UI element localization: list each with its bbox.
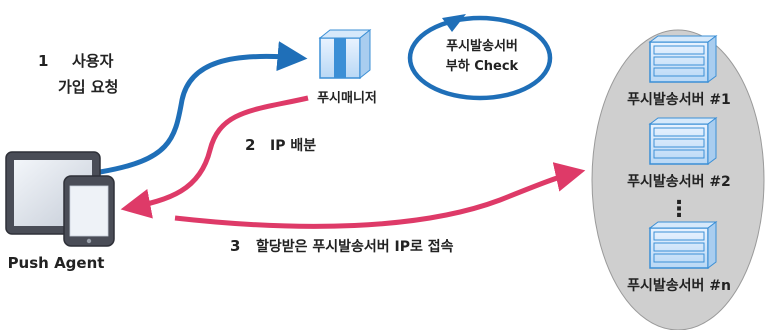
server-icon-2 bbox=[648, 117, 718, 165]
arrow-step1-signup bbox=[99, 41, 308, 175]
server-icon-1 bbox=[648, 35, 718, 83]
step2-label: IP 배분 bbox=[270, 138, 316, 154]
server-label-1: 푸시발송서버 #1 bbox=[627, 91, 731, 108]
server-icon-n bbox=[648, 221, 718, 269]
load-check-loop bbox=[407, 15, 553, 101]
step3-number: 3 bbox=[230, 237, 240, 255]
step1-label-line1: 사용자 bbox=[72, 52, 114, 70]
push-agent-label: Push Agent bbox=[8, 254, 105, 272]
server-pool-ellipse bbox=[591, 29, 765, 330]
server-label-n: 푸시발송서버 #n bbox=[627, 277, 731, 294]
load-check-loop-arrowhead bbox=[442, 14, 466, 32]
push-manager-icon bbox=[318, 28, 372, 80]
load-check-line2: 부하 Check bbox=[446, 58, 519, 74]
step3-label: 할당받은 푸시발송서버 IP로 접속 bbox=[256, 238, 454, 255]
arrow-step3-connect bbox=[174, 162, 586, 229]
server-label-2: 푸시발송서버 #2 bbox=[627, 173, 731, 190]
step1-label-line2: 가입 요청 bbox=[58, 78, 118, 96]
step2-number: 2 bbox=[245, 136, 255, 154]
phone-icon bbox=[63, 175, 115, 247]
arrow-step2-ip-assign bbox=[120, 95, 309, 219]
step1-number: 1 bbox=[38, 52, 48, 70]
load-check-line1: 푸시발송서버 bbox=[446, 38, 518, 54]
push-manager-label: 푸시매니저 bbox=[317, 91, 377, 106]
server-ellipsis: ⋮ bbox=[668, 197, 690, 222]
